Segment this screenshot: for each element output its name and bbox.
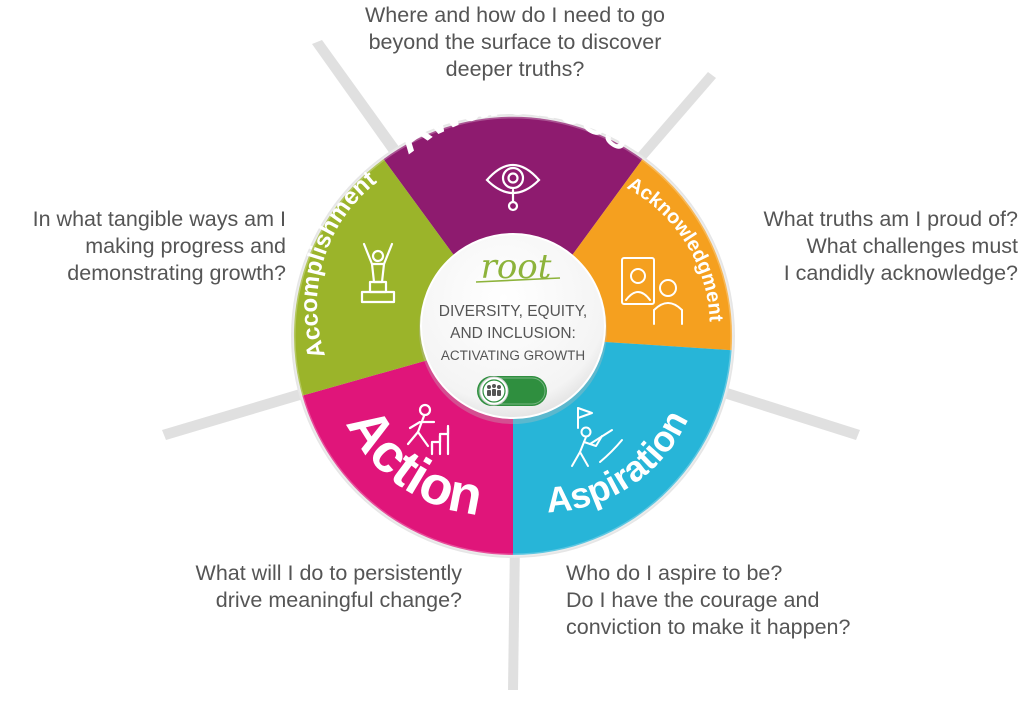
question-line: What truths am I proud of? [763,207,1018,231]
divider-rays [162,40,860,690]
climber-flag-icon [571,407,623,467]
question-line: I candidly acknowledge? [783,261,1018,285]
logo-underline [475,277,561,283]
aspiration-question: Who do I aspire to be? Do I have the cou… [566,560,896,641]
podium-winner-icon [360,242,396,304]
question-line: Do I have the courage and [566,588,820,612]
accomplishment-question: In what tangible ways am I making progre… [0,206,286,287]
question-line: conviction to make it happen? [566,615,851,639]
action-question: What will I do to persistently drive mea… [150,560,462,614]
question-line: What will I do to persistently [195,561,462,585]
question-line: Where and how do I need to go [364,3,665,27]
question-line: beyond the surface to discover [368,30,662,54]
runner-stairs-icon [406,403,450,456]
question-line: In what tangible ways am I [32,207,286,231]
center-subtitle: ACTIVATING GROWTH [441,348,585,363]
segment-awareness [383,116,643,336]
awareness-question: Where and how do I need to go beyond the… [300,2,730,83]
question-line: Who do I aspire to be? [566,561,783,585]
question-line: drive meaningful change? [215,588,462,612]
question-line: deeper truths? [445,57,585,81]
people-group-toggle-icon [477,376,547,406]
question-line: making progress and [85,234,286,258]
question-line: demonstrating growth? [67,261,286,285]
eye-magnifier-icon [485,164,541,212]
center-title-line-1: DIVERSITY, EQUITY, [439,303,587,320]
question-line: What challenges must [806,234,1018,258]
center-title-line-2: AND INCLUSION: [450,325,576,342]
acknowledgment-question: What truths am I proud of? What challeng… [736,206,1018,287]
people-portrait-icon [621,257,683,325]
center-hub [420,233,606,419]
